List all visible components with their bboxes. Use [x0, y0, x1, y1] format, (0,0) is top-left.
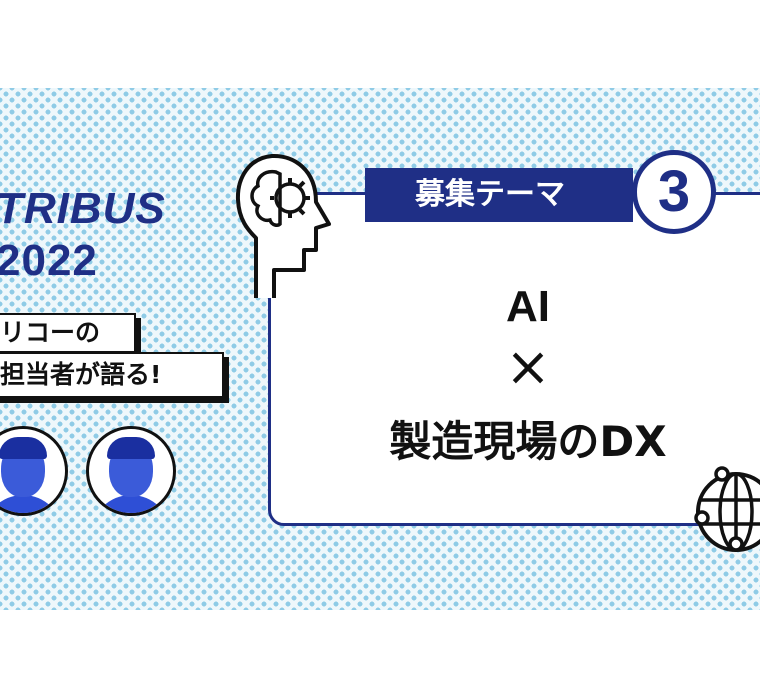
title-line3: 製造現場のDX [389, 417, 667, 466]
globe-network-icon [694, 466, 760, 552]
title-line2: × [505, 335, 551, 398]
logo-year: 2022 [0, 236, 98, 285]
tagline-line2: 担当者が語る! [0, 352, 224, 398]
title-line1: AI [506, 282, 550, 331]
speaker-avatar-2 [86, 426, 176, 516]
tagline-line1: リコーの [0, 313, 136, 353]
logo-name: TRIBUS [0, 184, 166, 233]
theme-number-badge: 3 [632, 150, 716, 234]
ai-head-gear-icon [235, 153, 331, 298]
tribus-logo: TRIBUS 2022 [0, 186, 166, 284]
theme-label: 募集テーマ [365, 168, 633, 222]
theme-card [268, 192, 760, 526]
